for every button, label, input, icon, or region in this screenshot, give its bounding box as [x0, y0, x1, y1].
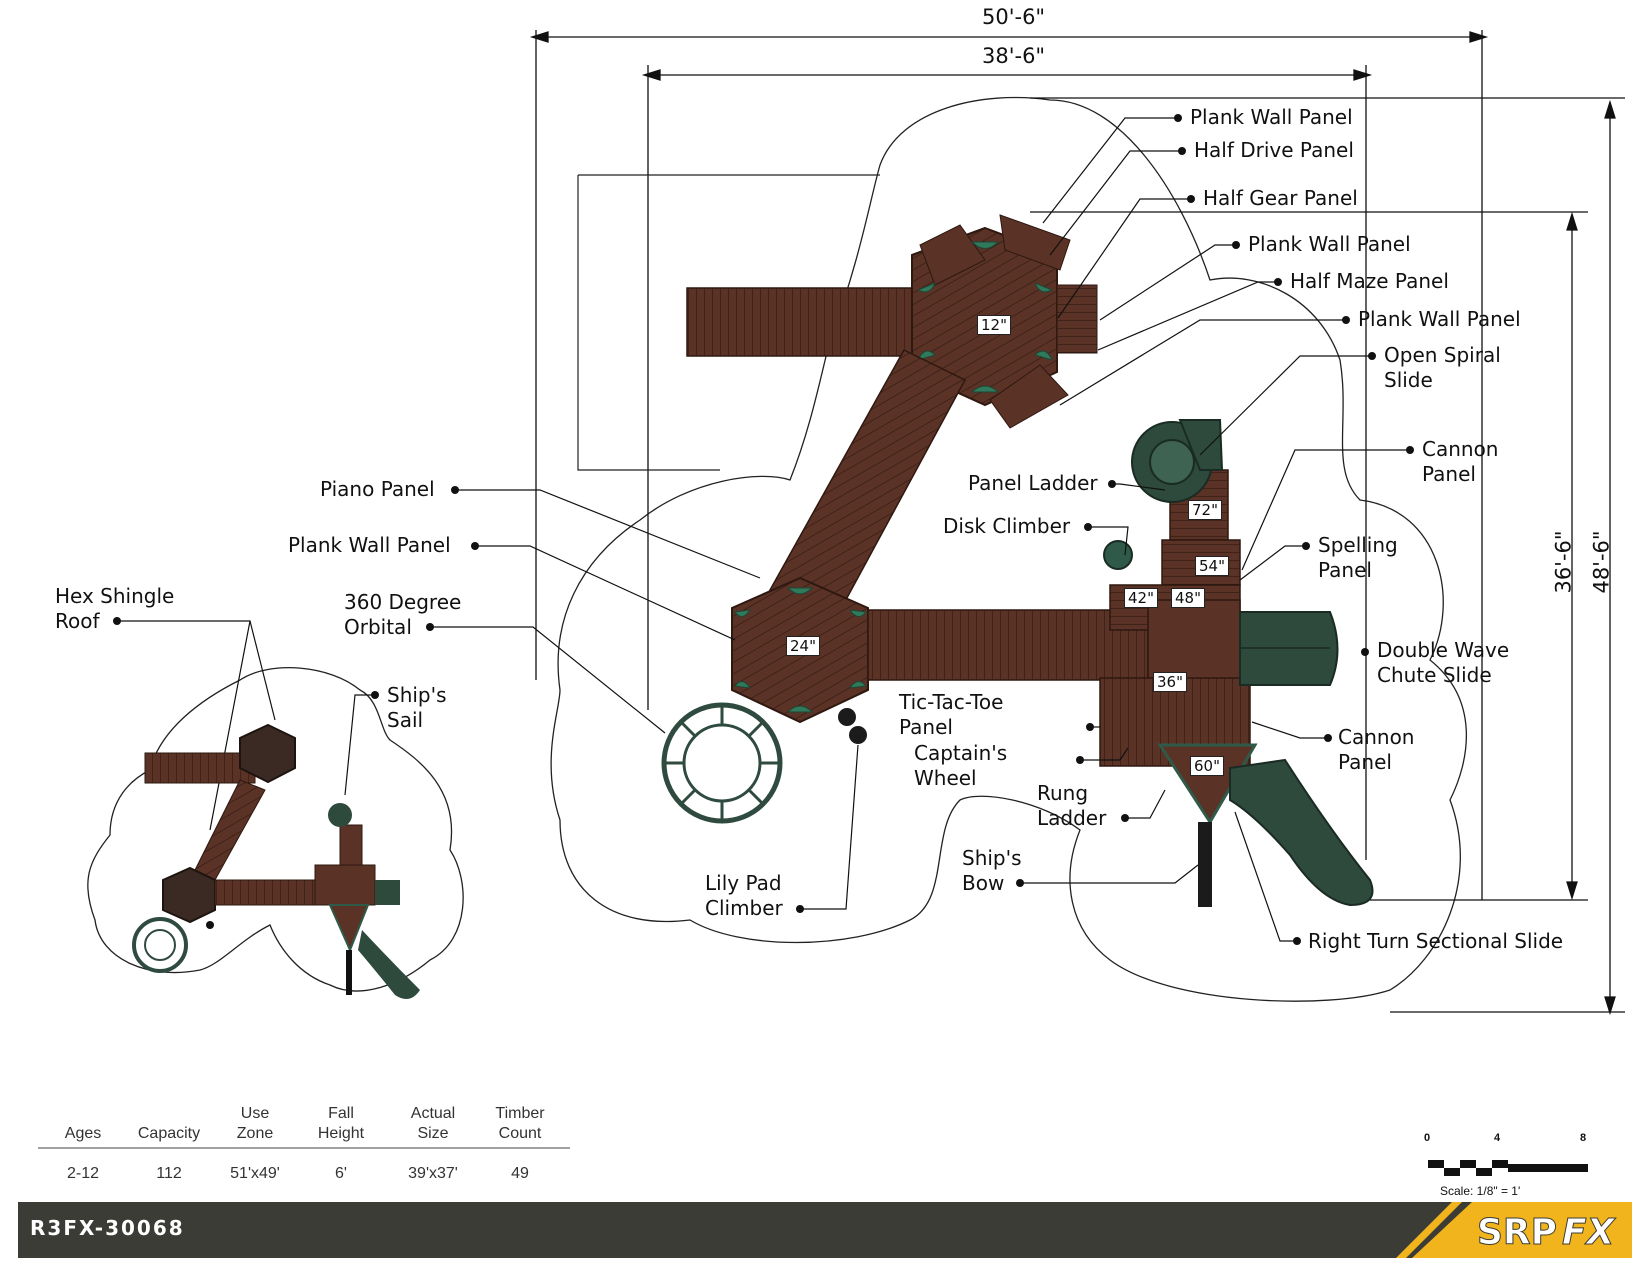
- label-hex-shingle-roof: Roof: [55, 609, 100, 633]
- svg-text:FX: FX: [1562, 1212, 1617, 1253]
- spec-value: 2-12: [66, 1165, 100, 1182]
- label-hex-shingle-roof: Hex Shingle: [55, 584, 175, 608]
- label-panel-ladder: Panel Ladder: [968, 471, 1098, 495]
- orbital-climber: [661, 702, 783, 824]
- height-tag-12: 12": [977, 315, 1011, 335]
- label-ships-bow: Ship's: [962, 846, 1022, 870]
- height-tag-36: 36": [1153, 672, 1187, 692]
- label-double-wave-slide: Chute Slide: [1377, 663, 1492, 687]
- label-spelling-panel: Panel: [1318, 558, 1372, 582]
- right-turn-slide: [1229, 758, 1374, 907]
- scale-bar: [1428, 1160, 1588, 1176]
- spec-header: Capacity: [137, 1125, 201, 1142]
- dimension-lines: [529, 30, 1625, 1016]
- label-lily-pad-climber: Lily Pad: [705, 871, 782, 895]
- dim-overall-width: 50'-6": [982, 5, 1046, 29]
- spec-header: Ages: [64, 1125, 102, 1142]
- height-tag-60: 60": [1190, 756, 1224, 776]
- label-open-spiral-slide: Open Spiral: [1384, 343, 1501, 367]
- height-tag-72: 72": [1188, 500, 1222, 520]
- middle-walkway: [867, 609, 1149, 681]
- label-double-wave-slide: Double Wave: [1377, 638, 1510, 662]
- label-plank-wall-panel: Plank Wall Panel: [1358, 307, 1521, 331]
- height-tag-24: 24": [786, 636, 820, 656]
- footer-bar: R3FX-30068 SRP FX: [18, 1202, 1632, 1258]
- lily-pad-climber: [838, 708, 867, 744]
- label-plank-wall-panel: Plank Wall Panel: [1190, 105, 1353, 129]
- svg-text:SRP: SRP: [1477, 1212, 1557, 1253]
- label-captains-wheel: Wheel: [914, 766, 977, 790]
- spec-value: 112: [156, 1165, 182, 1182]
- dim-overall-depth: 48'-6": [1589, 530, 1614, 594]
- label-half-maze-panel: Half Maze Panel: [1290, 269, 1449, 293]
- label-plank-wall-panel-left: Plank Wall Panel: [288, 533, 451, 557]
- label-ships-sail: Sail: [387, 708, 424, 732]
- spec-value: 49: [511, 1165, 529, 1182]
- label-piano-panel: Piano Panel: [320, 477, 435, 501]
- label-cannon-panel-bottom: Panel: [1338, 750, 1392, 774]
- label-cannon-panel-bottom: Cannon: [1338, 725, 1415, 749]
- label-right-turn-slide: Right Turn Sectional Slide: [1308, 929, 1564, 953]
- label-ships-bow: Bow: [962, 871, 1005, 895]
- label-orbital: Orbital: [344, 615, 412, 639]
- model-number: R3FX-30068: [30, 1216, 185, 1240]
- use-zone-outline: [87, 96, 1467, 1002]
- label-rung-ladder: Rung: [1037, 781, 1089, 805]
- height-tag-42: 42": [1124, 588, 1158, 608]
- spec-value: 6': [335, 1165, 347, 1182]
- label-spelling-panel: Spelling: [1318, 533, 1398, 557]
- height-tag-54: 54": [1195, 556, 1229, 576]
- leader-dots: [113, 114, 1414, 945]
- label-half-drive-panel: Half Drive Panel: [1194, 138, 1354, 162]
- label-cannon-panel-top: Panel: [1422, 462, 1476, 486]
- small-overview: [132, 723, 420, 999]
- label-plank-wall-panel: Plank Wall Panel: [1248, 232, 1411, 256]
- spec-value: 39'x37': [408, 1165, 458, 1182]
- height-tag-48: 48": [1171, 588, 1205, 608]
- scale-text: Scale: 1/8" = 1': [1440, 1184, 1521, 1198]
- spiral-slide: [1131, 419, 1224, 503]
- label-half-gear-panel: Half Gear Panel: [1203, 186, 1358, 210]
- label-tic-tac-toe-panel: Tic-Tac-Toe: [899, 690, 1004, 714]
- dim-deck-width: 38'-6": [982, 44, 1046, 68]
- scale-tick-0: 0: [1424, 1132, 1431, 1144]
- disk-climber-shape: [1103, 540, 1133, 570]
- label-cannon-panel-top: Cannon: [1422, 437, 1499, 461]
- srpfx-logo: SRP FX: [1396, 1202, 1632, 1258]
- label-open-spiral-slide: Slide: [1384, 368, 1433, 392]
- spec-value: 51'x49': [230, 1165, 280, 1182]
- label-lily-pad-climber: Climber: [705, 896, 783, 920]
- double-wave-slide: [1239, 611, 1339, 686]
- dim-deck-depth: 36'-6": [1551, 530, 1576, 594]
- scale-tick-4: 4: [1494, 1132, 1501, 1144]
- label-ships-sail: Ship's: [387, 683, 447, 707]
- scale-tick-8: 8: [1580, 1132, 1587, 1144]
- top-walkway: [686, 287, 938, 357]
- label-orbital: 360 Degree: [344, 590, 462, 614]
- label-captains-wheel: Captain's: [914, 741, 1008, 765]
- label-rung-ladder: Ladder: [1037, 806, 1107, 830]
- label-tic-tac-toe-panel: Panel: [899, 715, 953, 739]
- label-disk-climber: Disk Climber: [943, 514, 1071, 538]
